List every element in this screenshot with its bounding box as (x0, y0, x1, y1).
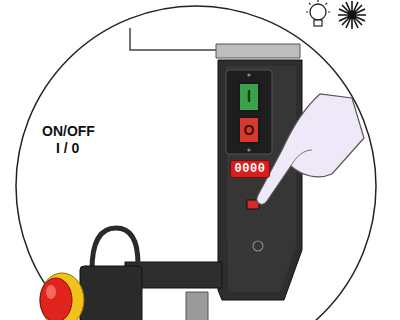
button-symbol: I (247, 89, 251, 105)
off-button: O (238, 116, 260, 144)
screw (247, 148, 250, 151)
estop-button (40, 278, 72, 320)
lamp-rays (306, 0, 330, 12)
zoom-circle (16, 6, 376, 320)
cable-loop (92, 228, 138, 270)
laser-center (348, 11, 356, 19)
socket-hole (253, 241, 263, 251)
counter-display: 0000 (230, 160, 270, 178)
finger-crease (291, 150, 312, 166)
guard-plate (216, 44, 300, 58)
counter-digits: 0000 (235, 163, 266, 175)
laser-icon (338, 1, 366, 29)
switch-panel (226, 70, 272, 154)
switch-label: ON/OFF (42, 123, 95, 139)
screw (247, 73, 250, 76)
switch-symbol-label: I / 0 (56, 140, 79, 156)
gloved-hand (257, 94, 364, 204)
button-symbol: O (244, 123, 255, 137)
column-pole (186, 292, 208, 320)
estop-ring (40, 273, 84, 320)
housing-face (226, 66, 296, 292)
control-housing (218, 60, 302, 300)
lamp-base (314, 20, 322, 26)
estop-box (80, 266, 142, 320)
estop-highlight (46, 285, 56, 299)
on-button: I (238, 82, 260, 112)
lamp-icon (310, 4, 326, 20)
